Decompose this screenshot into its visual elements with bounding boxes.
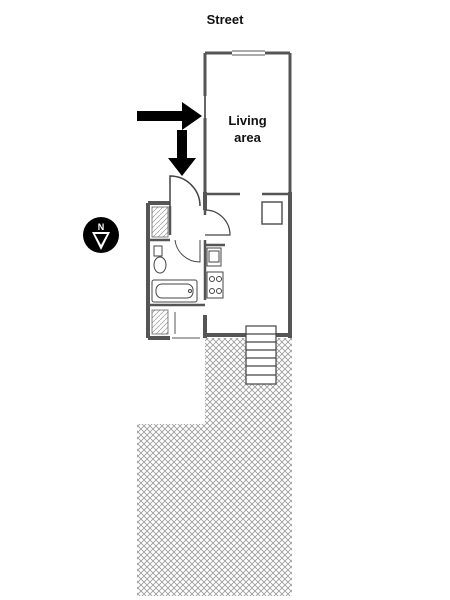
closet (261, 201, 283, 225)
living-area-walls (203, 51, 292, 192)
hall-door (169, 175, 201, 207)
living-area-line2: area (234, 130, 261, 145)
garden-area (137, 338, 292, 596)
stairs (245, 325, 277, 385)
utility-closet (151, 309, 169, 335)
kitchen-sink (206, 247, 222, 267)
back-door (172, 312, 200, 339)
compass-letter: N (98, 222, 105, 232)
stove (206, 271, 224, 299)
living-area-line1: Living (228, 113, 267, 128)
living-area-label: Living area (205, 112, 290, 146)
bathtub (151, 279, 198, 303)
street-window (232, 50, 265, 56)
compass-north-icon: N (83, 217, 119, 253)
street-label: Street (206, 12, 244, 27)
hall-walls (150, 206, 225, 307)
entry-arrow-icon (137, 102, 202, 176)
storage-closet (151, 206, 169, 238)
bath-door (174, 239, 201, 263)
inner-door (204, 209, 231, 236)
toilet (153, 245, 167, 274)
